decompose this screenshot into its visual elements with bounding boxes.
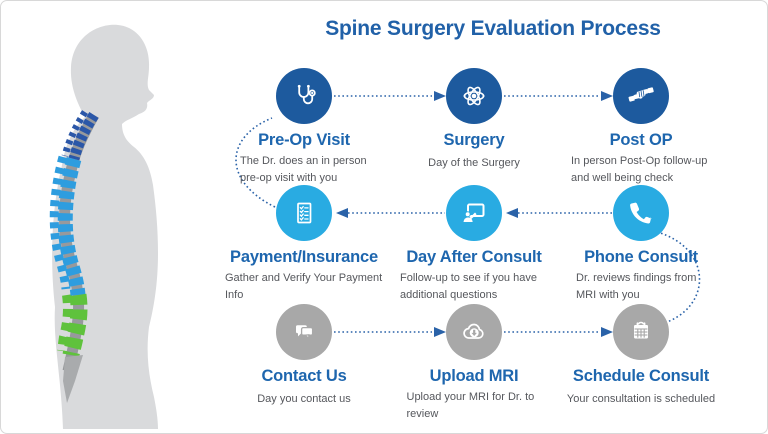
arrowhead-into-dayafter (506, 208, 518, 218)
arrowhead-into-upload (434, 327, 446, 337)
step-circle (613, 304, 669, 360)
step-circle (446, 68, 502, 124)
spine-thoracic (57, 156, 86, 296)
step-description: Day of the Surgery (428, 157, 520, 169)
atom-icon (463, 86, 485, 106)
spine-column (57, 112, 99, 357)
spine-cervical (68, 112, 99, 161)
step-description: In person Post-Op follow-up and well bei… (571, 155, 708, 184)
step-description: Upload your MRI for Dr. to review (406, 391, 535, 420)
step-surgery: Surgery Day of the Surgery (381, 68, 567, 172)
step-circle (613, 68, 669, 124)
arrowhead-into-surgery (434, 91, 446, 101)
cloud-download-icon (463, 323, 484, 339)
step-schedule-consult: Schedule Consult Your consultation is sc… (548, 304, 734, 408)
step-description: Follow-up to see if you have additional … (400, 272, 537, 301)
presentation-icon (463, 203, 485, 222)
step-label: Phone Consult (584, 248, 698, 266)
step-day-after-consult: Day After Consult Follow-up to see if yo… (381, 185, 567, 303)
step-upload-mri: Upload MRI Upload your MRI for Dr. to re… (381, 304, 567, 422)
step-label: Contact Us (261, 367, 347, 385)
calendar-icon (634, 321, 648, 339)
step-circle (276, 304, 332, 360)
spine-sacrum (63, 355, 83, 403)
step-pre-op-visit: Pre-Op Visit The Dr. does an in person p… (211, 68, 397, 186)
arrowhead-into-postop (601, 91, 613, 101)
arrowhead-into-schedule (601, 327, 613, 337)
arrowhead-into-payment (336, 208, 348, 218)
step-label: Post OP (609, 131, 673, 149)
step-description: Gather and Verify Your Payment Info (225, 272, 383, 301)
connector-schedule-phone-curve (656, 231, 701, 325)
step-contact-us: Contact Us Day you contact us (211, 304, 397, 408)
step-circle (446, 185, 502, 241)
step-label: Schedule Consult (572, 367, 710, 385)
body-spine-illustration (49, 24, 158, 429)
step-description: Day you contact us (257, 393, 351, 405)
step-post-op: Post OP In person Post-Op follow-up and … (548, 68, 734, 186)
stethoscope-icon (297, 84, 316, 105)
step-payment-insurance: Payment/Insurance Gather and Verify Your… (211, 185, 397, 303)
checklist-icon (297, 202, 312, 224)
step-circle (446, 304, 502, 360)
step-label: Upload MRI (429, 367, 519, 385)
step-label: Surgery (443, 131, 505, 149)
phone-icon (630, 202, 652, 224)
step-circle (276, 68, 332, 124)
page-title: Spine Surgery Evaluation Process (325, 17, 661, 40)
step-circle (276, 185, 332, 241)
step-description: Your consultation is scheduled (566, 393, 716, 405)
chat-bubbles-icon (296, 325, 314, 341)
connector-payment-preop-curve (235, 117, 276, 208)
step-phone-consult: Phone Consult Dr. reviews findings from … (548, 185, 734, 303)
step-label: Pre-Op Visit (258, 131, 350, 149)
step-label: Day After Consult (406, 248, 542, 266)
step-label: Payment/Insurance (230, 248, 378, 266)
step-description: The Dr. does an in person pre-op visit w… (240, 155, 367, 184)
handshake-icon (628, 87, 654, 102)
spine-processes (49, 110, 88, 352)
step-circle (613, 185, 669, 241)
step-description: Dr. reviews findings from MRI with you (576, 272, 697, 301)
